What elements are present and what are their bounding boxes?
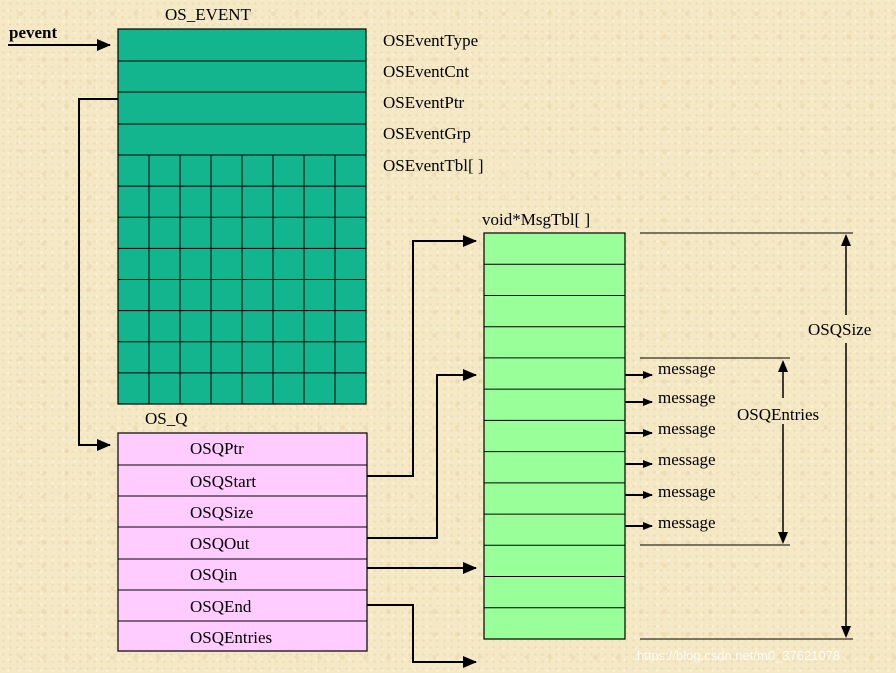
os-event-field-tbl: OSEventTbl[ ] (383, 156, 484, 175)
os-event-field-type: OSEventType (383, 31, 478, 50)
msg-tbl-title: void*MsgTbl[ ] (482, 210, 590, 229)
entries-arrow-down-icon (778, 532, 788, 544)
os-q-box (117, 432, 368, 652)
event-ptr-to-osq-arrow (78, 98, 118, 451)
msg-tbl-rows (484, 263, 625, 609)
message-label: message (658, 513, 716, 532)
msg-tbl-box (483, 232, 626, 640)
os-event-block: OS_EVENT OSEventType OSEventCnt OSEventP… (117, 5, 484, 405)
size-arrow-down-icon (841, 626, 851, 638)
message-label: message (658, 388, 716, 407)
size-arrow-up-icon (841, 234, 851, 246)
osq-size-label: OSQSize (808, 320, 871, 339)
message-label: message (658, 450, 716, 469)
osq-field-ptr: OSQPtr (190, 439, 244, 458)
os-q-title: OS_Q (145, 409, 188, 428)
osq-start-arrow (367, 235, 477, 477)
osq-size-dimension: OSQSize (640, 232, 871, 640)
pevent-label: pevent (9, 23, 58, 42)
os-event-field-ptr: OSEventPtr (383, 93, 465, 112)
osq-entries-label: OSQEntries (737, 405, 819, 424)
osq-field-size: OSQSize (190, 503, 253, 522)
osq-field-in: OSQin (190, 565, 238, 584)
os-q-block: OS_Q OSQPtr OSQStart OSQSize OSQOut OSQi… (117, 409, 368, 652)
watermark-text: https://blog.csdn.net/m0_37621078 (637, 648, 840, 663)
osq-entries-dimension: OSQEntries (640, 357, 819, 546)
message-group: message message message message message … (625, 359, 716, 532)
os-event-title: OS_EVENT (165, 5, 252, 24)
osq-field-out: OSQOut (190, 534, 250, 553)
osq-field-start: OSQStart (190, 472, 256, 491)
message-label: message (658, 419, 716, 438)
osq-field-end: OSQEnd (190, 597, 252, 616)
os-event-field-grp: OSEventGrp (383, 124, 471, 143)
osq-field-entries: OSQEntries (190, 628, 272, 647)
message-label: message (658, 359, 716, 378)
msg-tbl-block: void*MsgTbl[ ] (482, 210, 626, 640)
message-label: message (658, 482, 716, 501)
osq-out-arrow (367, 369, 477, 539)
os-event-table-grid (118, 155, 366, 404)
entries-arrow-up-icon (778, 360, 788, 372)
os-event-field-cnt: OSEventCnt (383, 62, 469, 81)
osq-end-arrow (367, 604, 477, 668)
